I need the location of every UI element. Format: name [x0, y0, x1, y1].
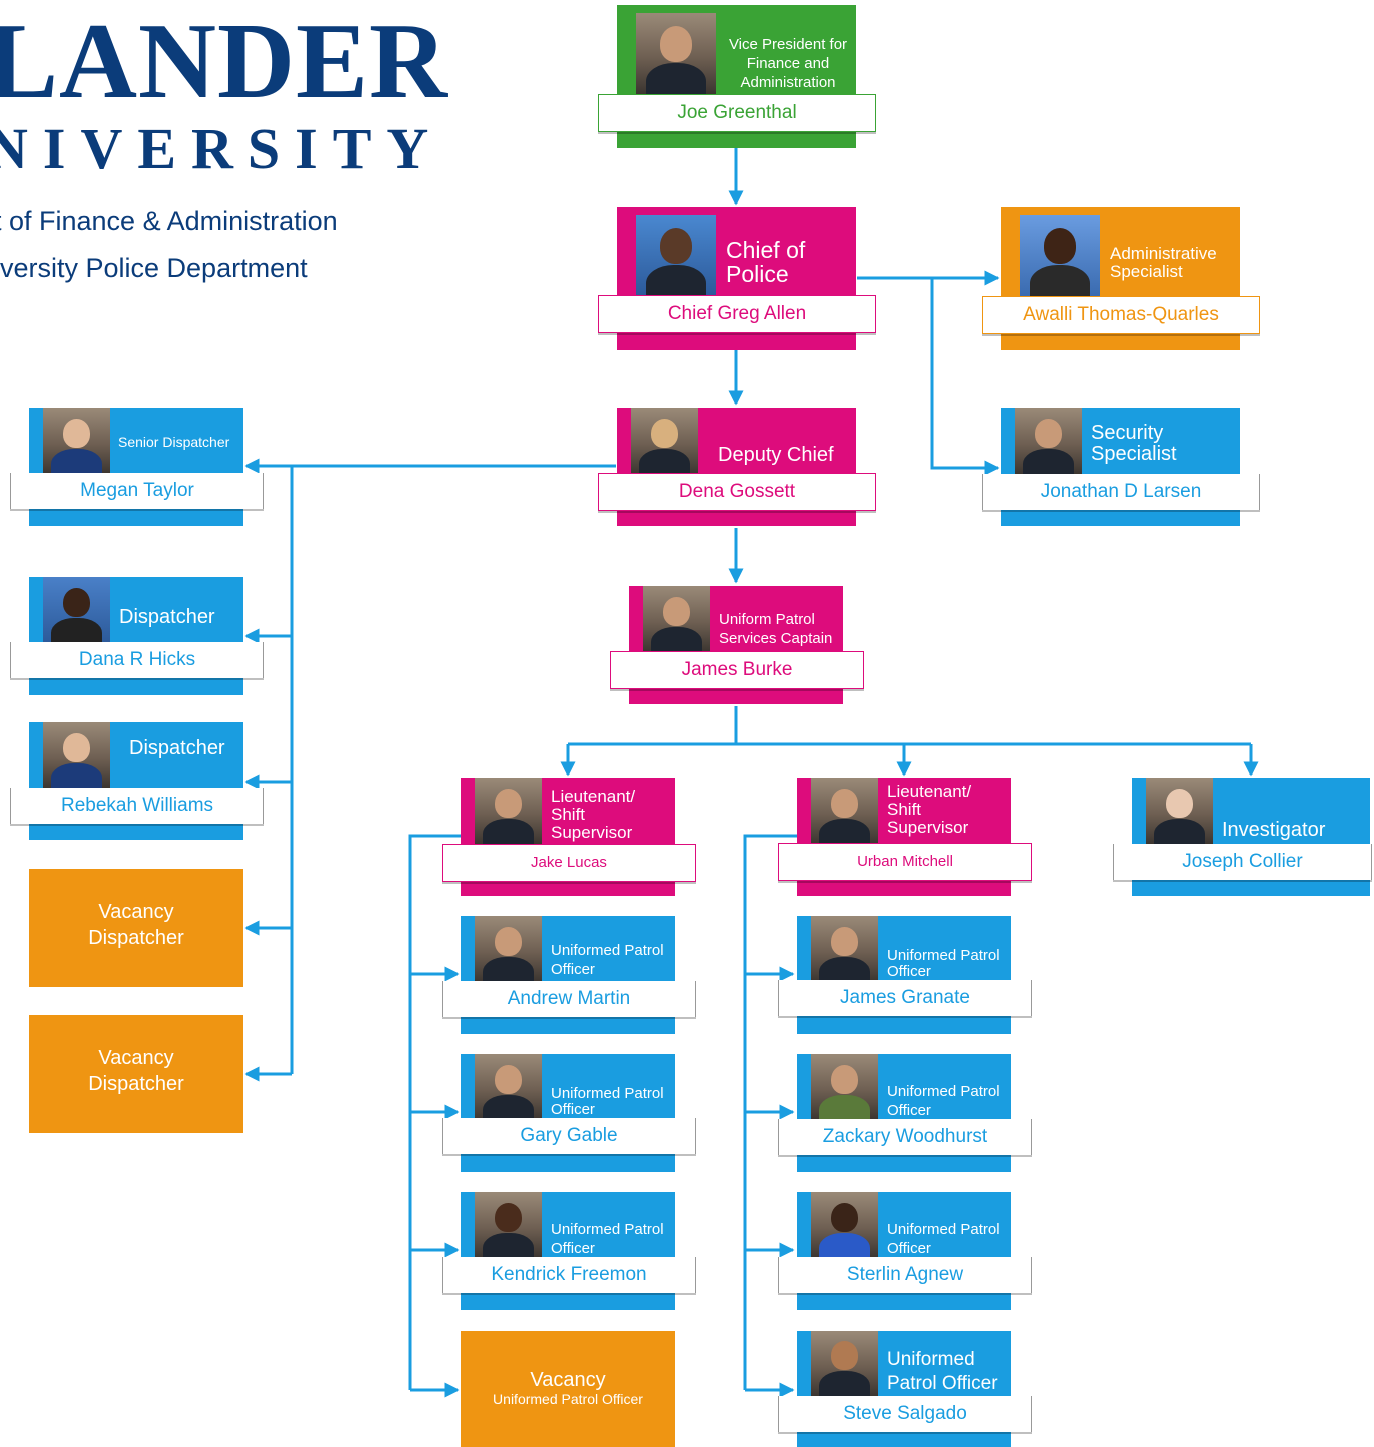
- portrait-photo: [475, 916, 542, 982]
- card-lieutenant-2: Lieutenant/ Shift Supervisor Urban Mitch…: [778, 778, 1032, 896]
- position-title: Uniformed Patrol Officer: [551, 1221, 664, 1257]
- card-senior-dispatcher: Senior Dispatcher Megan Taylor: [10, 408, 264, 526]
- portrait-photo: [43, 577, 110, 643]
- card-investigator: Investigator Joseph Collier: [1113, 778, 1372, 896]
- connector-chief-security: [930, 278, 1000, 476]
- vacancy-position: Dispatcher: [88, 1073, 184, 1095]
- position-title: Deputy Chief: [718, 444, 834, 466]
- card-officer-sterlin-agnew: Uniformed Patrol Officer Sterlin Agnew: [778, 1192, 1032, 1310]
- name-label: James Burke: [610, 651, 864, 689]
- portrait-photo: [636, 215, 716, 296]
- portrait-photo: [811, 916, 878, 982]
- name-label: Sterlin Agnew: [778, 1257, 1032, 1293]
- university-logo: LANDER NIVERSITY: [0, 8, 448, 178]
- name-label: Megan Taylor: [10, 473, 264, 509]
- card-vacancy-dispatcher-1: Vacancy Dispatcher: [29, 869, 243, 987]
- position-title: Senior Dispatcher: [118, 434, 230, 450]
- card-officer-james-granate: Uniformed Patrol Officer James Granate: [778, 916, 1032, 1034]
- portrait-photo: [631, 408, 698, 474]
- card-officer-andrew-martin: Uniformed Patrol Officer Andrew Martin: [442, 916, 696, 1034]
- name-label: James Granate: [778, 980, 1032, 1016]
- vacancy-label: Vacancy: [98, 1047, 174, 1069]
- portrait-photo: [811, 1331, 878, 1396]
- card-officer-gary-gable: Uniformed Patrol Officer Gary Gable: [442, 1054, 696, 1172]
- portrait-photo: [811, 1054, 878, 1120]
- name-label: Joseph Collier: [1113, 844, 1372, 880]
- portrait-photo: [43, 722, 110, 788]
- name-label: Steve Salgado: [778, 1396, 1032, 1432]
- position-title: Lieutenant/ Shift Supervisor: [551, 787, 636, 842]
- department-subtitle: iversity Police Department: [0, 253, 308, 283]
- name-label: Dana R Hicks: [10, 642, 264, 678]
- card-vp: Vice President for Finance and Administr…: [598, 5, 876, 148]
- position-title: Chief of Police: [726, 237, 806, 288]
- portrait-photo: [475, 1054, 542, 1120]
- name-label: Gary Gable: [442, 1118, 696, 1154]
- position-title: Uniformed Patrol Officer: [887, 947, 1000, 980]
- portrait-photo: [636, 13, 716, 94]
- card-vacancy-officer: Vacancy Uniformed Patrol Officer: [461, 1331, 675, 1447]
- portrait-photo: [1020, 215, 1100, 296]
- name-label: Kendrick Freemon: [442, 1257, 696, 1293]
- card-security-specialist: Security Specialist Jonathan D Larsen: [982, 408, 1260, 526]
- card-officer-zackary-woodhurst: Uniformed Patrol Officer Zackary Woodhur…: [778, 1054, 1032, 1172]
- name-label: Awalli Thomas-Quarles: [982, 296, 1260, 334]
- vacancy-label: Vacancy: [98, 901, 174, 923]
- position-title: Administrative Specialist: [1110, 244, 1217, 281]
- card-officer-kendrick-freemon: Uniformed Patrol Officer Kendrick Freemo…: [442, 1192, 696, 1310]
- card-deputy-chief: Deputy Chief Dena Gossett: [598, 408, 876, 526]
- portrait-photo: [643, 586, 710, 652]
- position-title: Investigator: [1222, 819, 1326, 841]
- card-dispatcher-1: Dispatcher Dana R Hicks: [10, 577, 264, 695]
- portrait-photo: [811, 1192, 878, 1258]
- name-label: Chief Greg Allen: [598, 295, 876, 333]
- card-officer-steve-salgado: Uniformed Patrol Officer Steve Salgado: [778, 1331, 1032, 1447]
- logo-wordmark: LANDER: [0, 2, 449, 121]
- portrait-photo: [475, 778, 542, 844]
- name-label: Urban Mitchell: [778, 843, 1032, 881]
- position-title: Uniformed Patrol Officer: [887, 1349, 998, 1394]
- position-title: Uniformed Patrol Officer: [887, 1221, 1000, 1257]
- name-label: Jonathan D Larsen: [982, 474, 1260, 510]
- position-title: Uniform Patrol Services Captain: [719, 611, 833, 647]
- position-title: Uniformed Patrol Officer: [551, 942, 664, 978]
- card-admin-specialist: Administrative Specialist Awalli Thomas-…: [982, 207, 1260, 350]
- logo-subword: NIVERSITY: [0, 116, 444, 181]
- card-chief: Chief of Police Chief Greg Allen: [598, 207, 876, 350]
- portrait-photo: [1015, 408, 1082, 474]
- name-label: Dena Gossett: [598, 473, 876, 511]
- vacancy-label: Vacancy: [530, 1369, 606, 1391]
- position-title: Uniformed Patrol Officer: [887, 1083, 1000, 1119]
- portrait-photo: [43, 408, 110, 474]
- portrait-photo: [811, 778, 878, 844]
- card-captain: Uniform Patrol Services Captain James Bu…: [610, 586, 864, 704]
- portrait-photo: [1146, 778, 1213, 844]
- name-label: Rebekah Williams: [10, 788, 264, 824]
- lt2-bus: [743, 834, 797, 1390]
- position-title: Uniformed Patrol Officer: [551, 1085, 664, 1118]
- vacancy-position: Dispatcher: [88, 927, 184, 949]
- card-lieutenant-1: Lieutenant/ Shift Supervisor Jake Lucas: [442, 778, 696, 896]
- position-title: Lieutenant/ Shift Supervisor: [887, 782, 972, 837]
- portrait-photo: [475, 1192, 542, 1258]
- name-label: Joe Greenthal: [598, 94, 876, 132]
- department-title: t of Finance & Administration: [0, 206, 338, 236]
- name-label: Zackary Woodhurst: [778, 1119, 1032, 1155]
- lt1-bus: [408, 834, 461, 1390]
- name-label: Andrew Martin: [442, 981, 696, 1017]
- card-dispatcher-2: Dispatcher Rebekah Williams: [10, 722, 264, 840]
- card-vacancy-dispatcher-2: Vacancy Dispatcher: [29, 1015, 243, 1133]
- position-title: Security Specialist: [1091, 422, 1177, 465]
- position-title: Vice President for Finance and Administr…: [728, 36, 848, 91]
- vacancy-position: Uniformed Patrol Officer: [493, 1391, 643, 1407]
- position-title: Dispatcher: [119, 606, 215, 628]
- position-title: Dispatcher: [129, 737, 225, 759]
- name-label: Jake Lucas: [442, 844, 696, 882]
